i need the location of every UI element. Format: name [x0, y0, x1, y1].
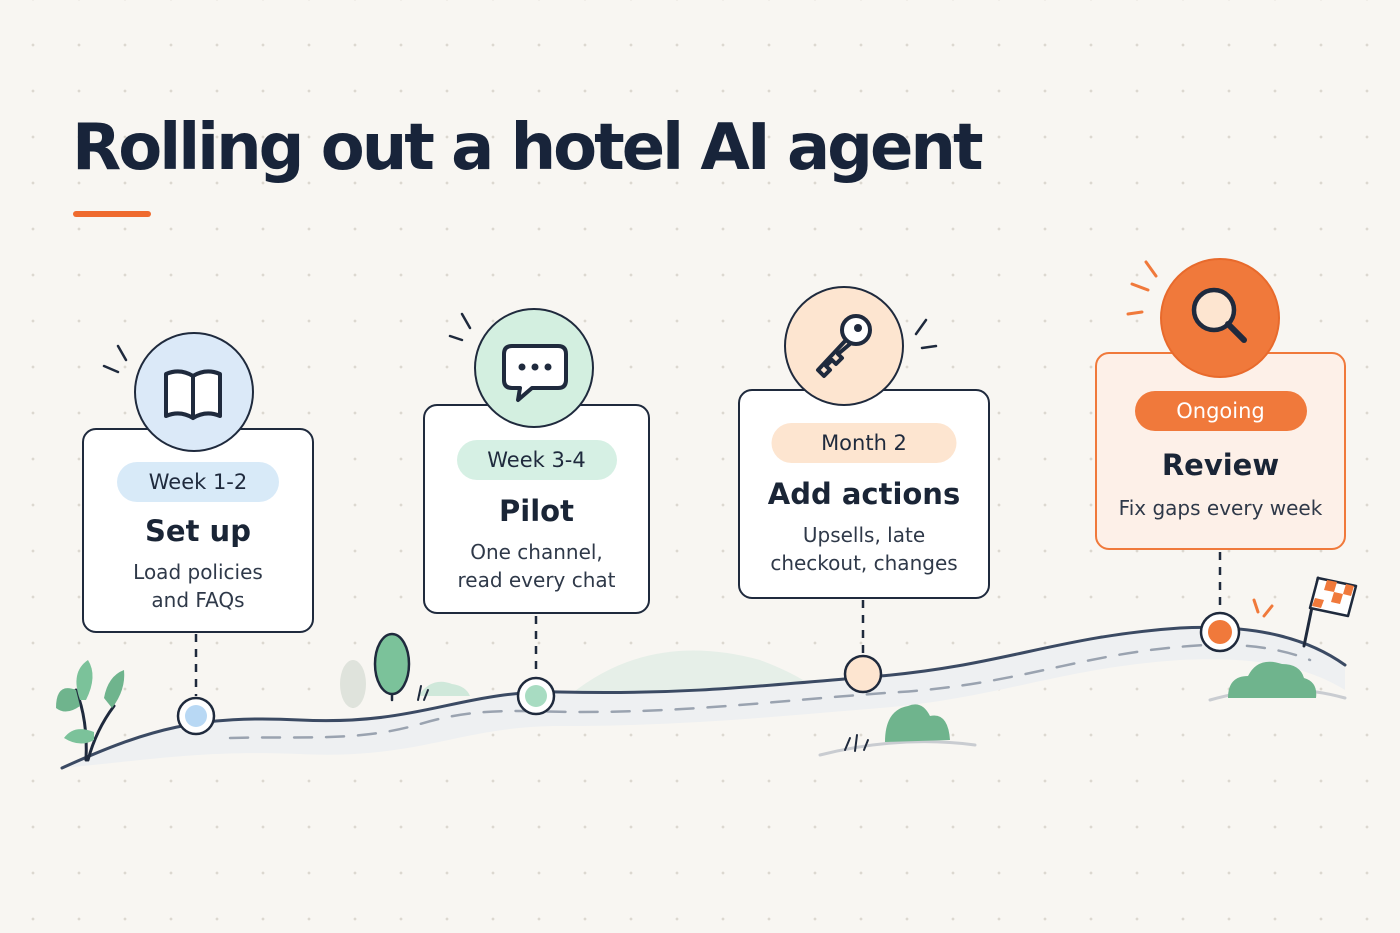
key-icon — [816, 314, 872, 378]
step-desc-line1: Upsells, late — [802, 523, 926, 547]
plant-left — [56, 660, 125, 762]
step-title: Review — [1161, 448, 1280, 482]
step-card-add-actions: Month 2 Add actions Upsells, late checko… — [738, 389, 990, 599]
step-desc-line2: checkout, changes — [770, 551, 958, 575]
sparkle-marks — [102, 260, 1274, 618]
step-icon-circle-1 — [134, 332, 254, 452]
step-badge: Week 1-2 — [117, 462, 279, 502]
step-badge: Month 2 — [771, 423, 957, 463]
step-card-review: Ongoing Review Fix gaps every week — [1095, 352, 1346, 550]
step-desc-line2: read every chat — [457, 568, 616, 592]
step-badge: Ongoing — [1134, 391, 1307, 431]
magnifier-icon — [1191, 287, 1247, 343]
milestone-dot-3 — [843, 654, 883, 694]
step-icon-circle-2 — [474, 308, 594, 428]
step-desc-line2: and FAQs — [151, 588, 245, 612]
step-card-setup: Week 1-2 Set up Load policies and FAQs — [82, 428, 314, 633]
step-desc-line1: Fix gaps every week — [1118, 496, 1323, 520]
road — [62, 627, 1345, 768]
trees-center-left — [340, 632, 470, 708]
title-underline — [73, 211, 151, 217]
finish-flag-icon — [1302, 576, 1358, 648]
road-edge-top — [60, 625, 1347, 770]
step-badge: Week 3-4 — [456, 440, 617, 480]
chat-bubble-icon — [502, 344, 568, 402]
distant-hill — [570, 650, 820, 695]
step-title: Set up — [145, 514, 251, 548]
step-title: Pilot — [499, 494, 574, 528]
page-title: Rolling out a hotel AI agent — [72, 111, 984, 185]
step-title: Add actions — [767, 477, 961, 511]
step-icon-circle-4 — [1160, 258, 1280, 378]
step-icon-circle-3 — [784, 286, 904, 406]
bush-far-right — [1208, 661, 1347, 702]
road-center-dashes — [228, 643, 1312, 740]
step-desc-line1: Load policies — [133, 560, 263, 584]
bush-middle-right — [818, 704, 977, 757]
step-desc-line1: One channel, — [470, 540, 603, 564]
book-icon — [164, 369, 222, 420]
step-card-pilot: Week 3-4 Pilot One channel, read every c… — [423, 404, 650, 614]
